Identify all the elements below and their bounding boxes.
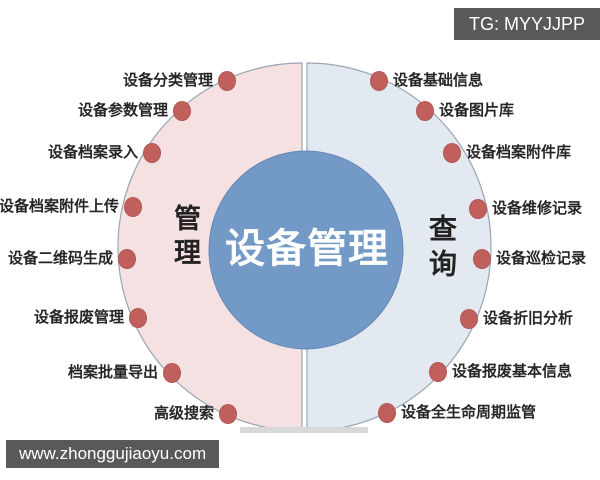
feature-label: 设备档案附件上传 (0, 198, 119, 215)
feature-node-left-4: 设备二维码生成 (8, 249, 136, 269)
feature-node-left-3: 设备档案附件上传 (0, 197, 142, 217)
feature-node-right-1: 设备图片库 (416, 101, 514, 121)
feature-node-right-5: 设备折旧分析 (460, 309, 573, 329)
ground-shadow (240, 427, 368, 433)
feature-node-left-5: 设备报废管理 (34, 308, 147, 328)
feature-node-right-0: 设备基础信息 (370, 71, 483, 91)
feature-label: 设备维修记录 (492, 200, 583, 217)
feature-label: 设备全生命周期监管 (401, 404, 537, 421)
node-dot-icon (118, 249, 136, 269)
node-dot-icon (416, 101, 434, 121)
feature-label: 设备参数管理 (77, 102, 168, 119)
feature-label: 设备巡检记录 (496, 250, 587, 267)
node-dot-icon (443, 143, 461, 163)
watermark-bottom-left: www.zhonggujiaoyu.com (6, 440, 220, 468)
center-title: 设备管理 (225, 227, 389, 271)
node-dot-icon (429, 362, 447, 382)
feature-label: 设备二维码生成 (7, 250, 113, 267)
feature-label: 设备报废基本信息 (452, 363, 573, 380)
node-dot-icon (473, 249, 491, 269)
node-dot-icon (143, 143, 161, 163)
feature-label: 设备图片库 (439, 102, 515, 119)
feature-label: 设备档案附件库 (466, 144, 572, 161)
feature-label: 设备分类管理 (122, 72, 213, 89)
node-dot-icon (378, 403, 396, 423)
watermark-top-right: TG: MYYJJPP (453, 8, 600, 40)
feature-node-left-7: 高级搜索 (154, 404, 237, 424)
node-dot-icon (469, 199, 487, 219)
feature-label: 设备报废管理 (33, 309, 124, 326)
node-dot-icon (124, 197, 142, 217)
feature-node-left-6: 档案批量导出 (68, 363, 181, 383)
node-dot-icon (219, 404, 237, 424)
feature-node-right-2: 设备档案附件库 (443, 143, 571, 163)
center-circle (208, 150, 404, 350)
node-dot-icon (460, 309, 478, 329)
feature-node-left-1: 设备参数管理 (78, 101, 191, 121)
right-group-label: 查询 (426, 214, 457, 284)
node-dot-icon (163, 363, 181, 383)
node-dot-icon (370, 71, 388, 91)
feature-node-right-4: 设备巡检记录 (473, 249, 586, 269)
feature-label: 高级搜索 (153, 405, 214, 422)
feature-label: 设备折旧分析 (483, 310, 574, 327)
feature-node-right-6: 设备报废基本信息 (429, 362, 572, 382)
node-dot-icon (173, 101, 191, 121)
node-dot-icon (129, 308, 147, 328)
left-group-label: 管理 (170, 204, 200, 272)
feature-node-left-0: 设备分类管理 (123, 71, 236, 91)
feature-node-right-3: 设备维修记录 (469, 199, 582, 219)
feature-label: 档案批量导出 (67, 364, 158, 381)
feature-node-right-7: 设备全生命周期监管 (378, 403, 536, 423)
feature-label: 设备档案录入 (47, 144, 138, 161)
feature-label: 设备基础信息 (393, 72, 484, 89)
feature-node-left-2: 设备档案录入 (48, 143, 161, 163)
node-dot-icon (218, 71, 236, 91)
